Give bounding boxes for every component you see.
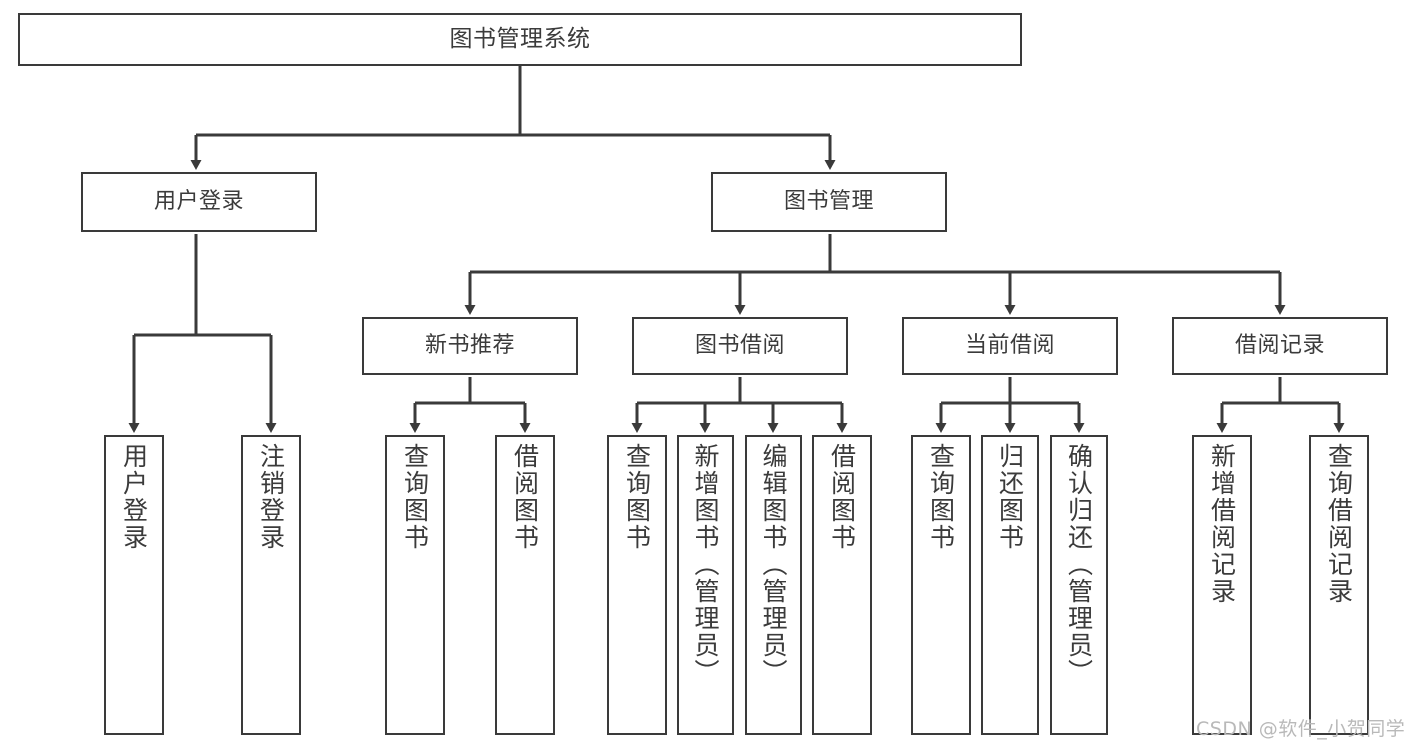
node-label: 编辑图书（管理员） <box>759 443 788 686</box>
node-label: 借阅记录 <box>1234 333 1325 359</box>
node-label: 新增借阅记录 <box>1207 443 1237 605</box>
node-label: 查询图书 <box>400 443 430 551</box>
node-label: 查询图书 <box>622 443 652 551</box>
node-label: 新书推荐 <box>424 333 515 359</box>
node-user-login[interactable]: 用户登录 <box>81 172 317 232</box>
node-root-system[interactable]: 图书管理系统 <box>18 13 1022 66</box>
node-borrow-records[interactable]: 借阅记录 <box>1172 317 1388 375</box>
leaf-add-borrow-record[interactable]: 新增借阅记录 <box>1192 435 1252 735</box>
leaf-logout[interactable]: 注销登录 <box>241 435 301 735</box>
node-label: 用户登录 <box>153 189 244 215</box>
node-current-borrow[interactable]: 当前借阅 <box>902 317 1118 375</box>
node-label: 查询借阅记录 <box>1324 443 1354 605</box>
node-label: 确认归还（管理员） <box>1064 443 1094 686</box>
node-label: 图书管理系统 <box>449 25 591 52</box>
node-label: 图书借阅 <box>694 333 785 359</box>
leaf-return-book[interactable]: 归还图书 <box>981 435 1039 735</box>
node-label: 用户登录 <box>119 443 149 551</box>
leaf-add-book-admin[interactable]: 新增图书（管理员） <box>677 435 734 735</box>
node-label: 新增图书（管理员） <box>691 443 720 686</box>
leaf-query-book-current[interactable]: 查询图书 <box>911 435 971 735</box>
node-book-management[interactable]: 图书管理 <box>711 172 947 232</box>
node-label: 查询图书 <box>926 443 956 551</box>
leaf-query-book-recommend[interactable]: 查询图书 <box>385 435 445 735</box>
leaf-borrow-book[interactable]: 借阅图书 <box>812 435 872 735</box>
node-new-book-recommend[interactable]: 新书推荐 <box>362 317 578 375</box>
node-book-borrow[interactable]: 图书借阅 <box>632 317 848 375</box>
leaf-query-book-borrow[interactable]: 查询图书 <box>607 435 667 735</box>
leaf-edit-book-admin[interactable]: 编辑图书（管理员） <box>745 435 802 735</box>
node-label: 当前借阅 <box>964 333 1055 359</box>
node-label: 图书管理 <box>783 189 874 215</box>
node-label: 归还图书 <box>995 443 1025 551</box>
leaf-query-borrow-record[interactable]: 查询借阅记录 <box>1309 435 1369 735</box>
leaf-user-login[interactable]: 用户登录 <box>104 435 164 735</box>
leaf-confirm-return-admin[interactable]: 确认归还（管理员） <box>1050 435 1108 735</box>
leaf-borrow-book-recommend[interactable]: 借阅图书 <box>495 435 555 735</box>
node-label: 借阅图书 <box>827 443 857 551</box>
node-label: 注销登录 <box>256 443 286 551</box>
node-label: 借阅图书 <box>510 443 540 551</box>
